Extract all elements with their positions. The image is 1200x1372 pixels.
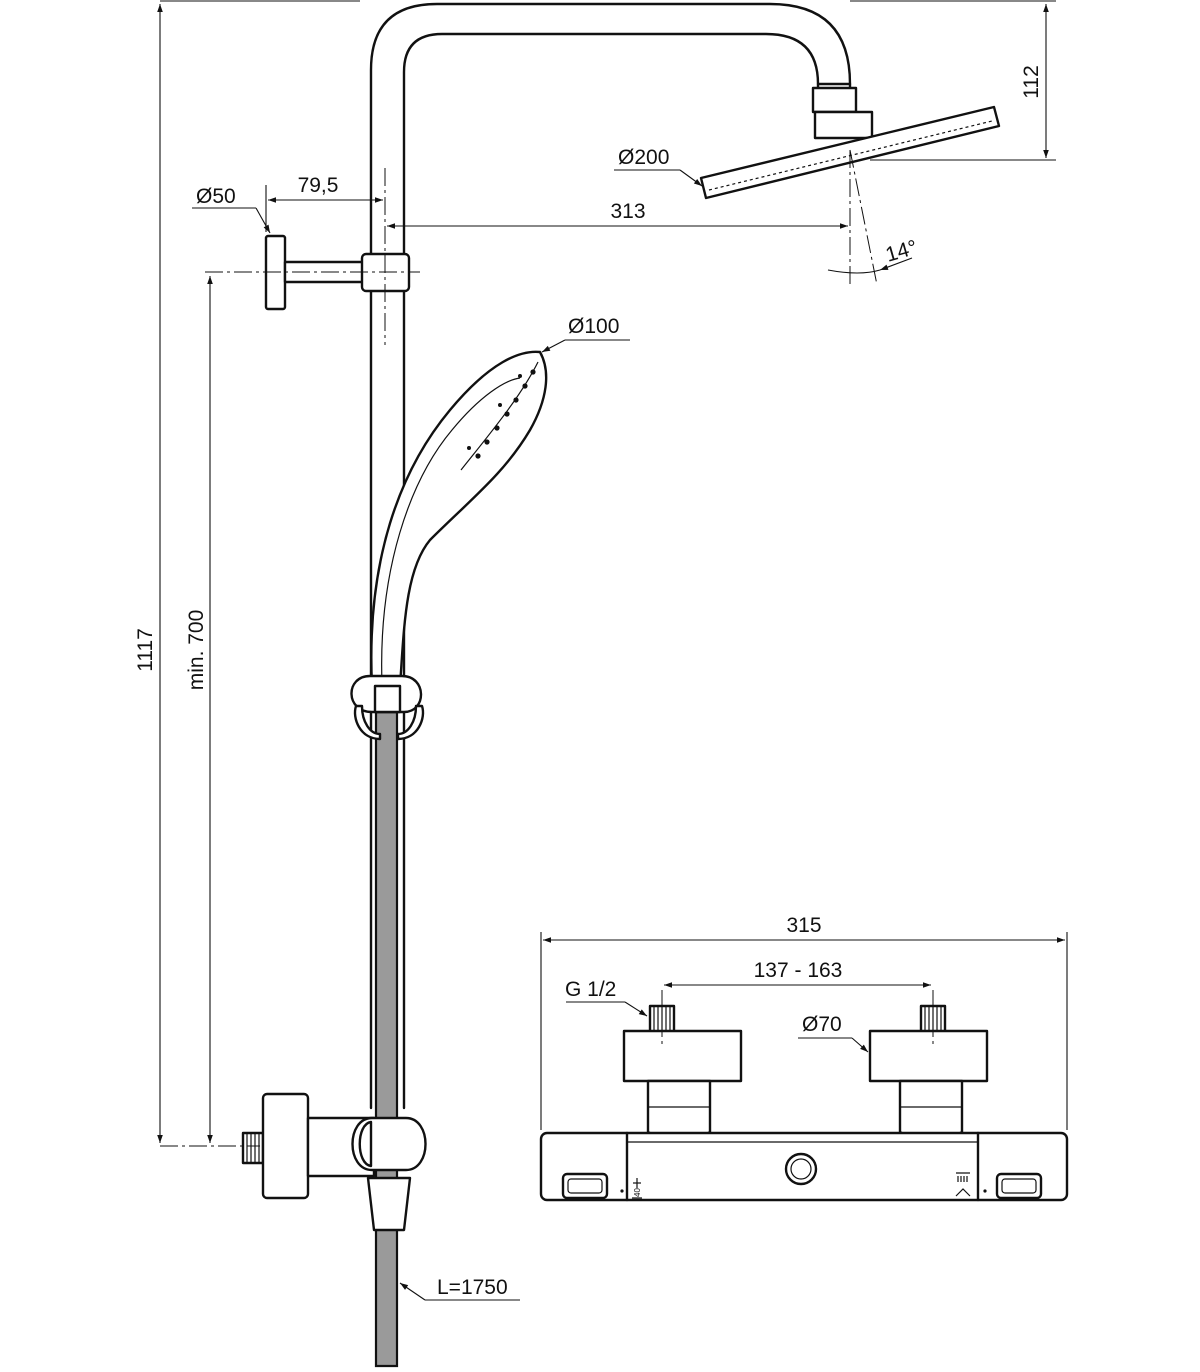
label-inlet-cover-diameter: Ø70 — [802, 1013, 842, 1036]
label-bracket-offset: 79,5 — [298, 174, 339, 197]
riser-pipe — [369, 2, 874, 1110]
dimension-inlet-centres: 137 - 163 — [664, 959, 931, 988]
shower-hose — [374, 710, 399, 1368]
label-total-height: 1117 — [134, 628, 157, 672]
dimension-arm-reach: 313 — [387, 200, 848, 229]
label-inlet-centres: 137 - 163 — [754, 959, 843, 982]
dimension-total-height: 1117 — [134, 0, 360, 1143]
dimension-inlet-thread: G 1/2 — [565, 978, 648, 1017]
spray-nozzles — [467, 369, 536, 459]
marker-dot-left — [620, 1189, 624, 1193]
hand-shower-holder — [350, 674, 425, 741]
dimension-min-height: min. 700 — [185, 276, 213, 1143]
temperature-40-mark: 40 — [633, 1188, 642, 1197]
label-handshower-diameter: Ø100 — [568, 315, 619, 338]
temperature-scale-icon — [632, 1178, 642, 1199]
dimension-head-drop: 112 — [850, 0, 1056, 161]
flow-outlet-icon — [955, 1172, 971, 1197]
dimension-head-diameter: Ø200 — [614, 146, 703, 187]
label-inlet-thread: G 1/2 — [565, 978, 616, 1001]
label-min-height: min. 700 — [185, 610, 208, 691]
label-hose-length: L=1750 — [437, 1276, 508, 1299]
hand-shower — [370, 350, 548, 688]
label-arm-reach: 313 — [610, 200, 645, 223]
dimension-inlet-cover-diameter: Ø70 — [798, 1013, 869, 1053]
label-head-angle: 14° — [883, 236, 920, 267]
dimension-handshower-diameter: Ø100 — [541, 315, 630, 353]
label-head-drop: 112 — [1020, 65, 1043, 98]
dimension-bracket-diameter: Ø50 — [192, 185, 271, 234]
label-head-diameter: Ø200 — [618, 146, 669, 169]
dimension-mixer-width: 315 — [540, 914, 1068, 1130]
mixer-body: 40 — [539, 1004, 1069, 1202]
dimension-bracket-offset: 79,5 — [265, 174, 383, 232]
label-mixer-width: 315 — [786, 914, 821, 937]
marker-dot-right — [983, 1189, 987, 1193]
dimension-hose-length: L=1750 — [399, 1276, 520, 1301]
label-bracket-diameter: Ø50 — [196, 185, 236, 208]
bottom-connection — [241, 1092, 427, 1232]
